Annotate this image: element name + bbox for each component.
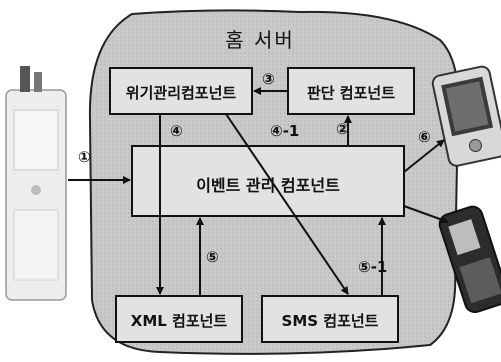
pda-device-image [431, 65, 501, 167]
step-4-label: ④ [170, 122, 183, 140]
step-1-label: ① [78, 148, 91, 166]
risk-management-box [109, 67, 253, 115]
mobile-phone-image [438, 205, 501, 314]
step-2-label: ② [336, 120, 349, 138]
sms-label: SMS 컴포넌트 [281, 312, 379, 330]
step-6-label: ⑥ [418, 128, 431, 146]
sensor-device-image [5, 66, 67, 301]
step-5-1-label: ⑤-1 [358, 258, 388, 276]
judgement-label: 판단 컴포넌트 [306, 84, 396, 102]
sms-box [261, 295, 399, 343]
risk-management-label: 위기관리컴포넌트 [125, 84, 237, 102]
step-4-1-label: ④-1 [270, 122, 300, 140]
home-server-title: 홈 서버 [225, 28, 295, 52]
arrow-6-event-to-phone [403, 205, 449, 224]
event-management-box [131, 145, 405, 217]
judgement-box [287, 67, 415, 115]
xml-box [115, 295, 243, 343]
step-5-label: ⑤ [206, 248, 219, 266]
arrow-6-event-to-pda [403, 139, 445, 173]
xml-label: XML 컴포넌트 [130, 312, 228, 330]
step-3-label: ③ [262, 70, 275, 88]
arrow-4-1-risk-to-sms [225, 113, 349, 295]
event-management-label: 이벤트 관리 컴포넌트 [196, 176, 340, 195]
